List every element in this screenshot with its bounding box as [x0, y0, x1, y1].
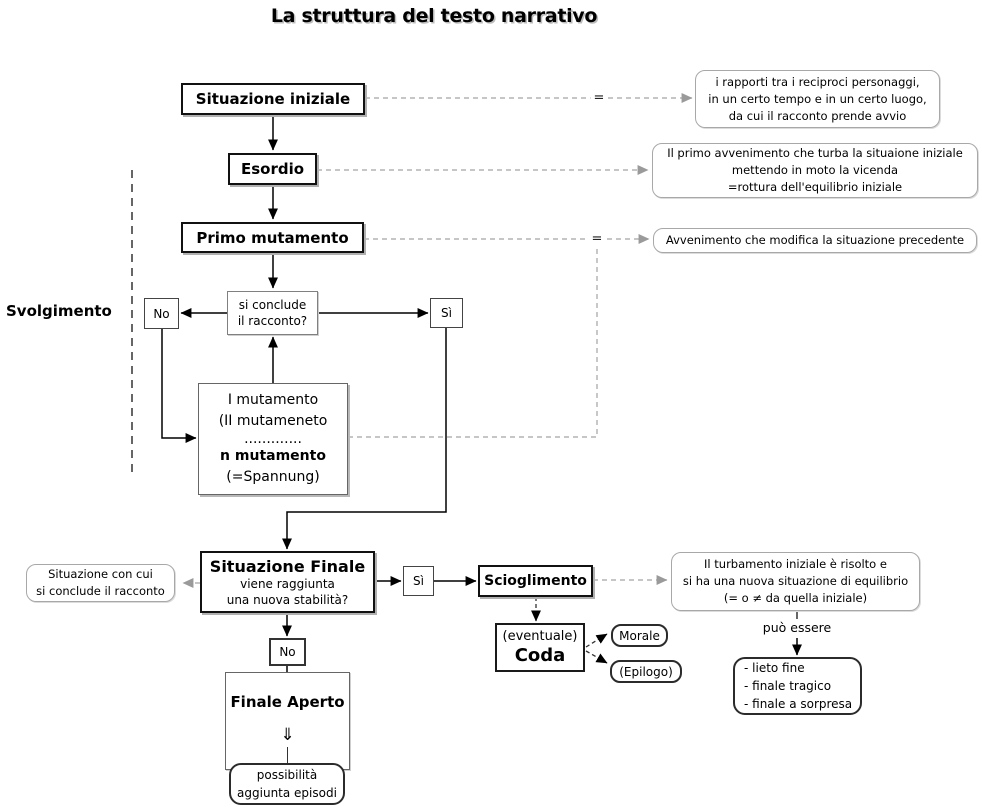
connector-coda-morale — [585, 633, 608, 648]
esiti-line: - lieto fine — [744, 661, 805, 675]
note-possibilita: possibilità aggiunta episodi — [229, 763, 345, 805]
mutamenti-line: (II mutameneto — [218, 413, 328, 429]
puo-essere-label: può essere — [762, 620, 832, 635]
node-no-1: No — [144, 298, 179, 329]
node-scioglimento: Scioglimento — [478, 565, 593, 597]
note-line: i rapporti tra i reciproci personaggi, — [715, 74, 920, 89]
note-esiti: - lieto fine - finale tragico - finale a… — [733, 657, 862, 715]
decisione-line: si conclude — [238, 298, 307, 312]
mutamenti-line: I mutamento — [227, 392, 319, 408]
situazione-finale-line: viene raggiunta — [240, 576, 335, 591]
node-si-2: Sì — [403, 566, 434, 596]
mutamenti-line: n mutamento — [220, 448, 326, 464]
node-si-1: Sì — [430, 298, 463, 328]
no-label: No — [153, 306, 170, 321]
equals-sign-1: = — [590, 90, 608, 106]
note-line: Avvenimento che modifica la situazione p… — [665, 233, 965, 247]
note-epilogo: (Epilogo) — [610, 660, 682, 683]
note-line: mettendo in moto la vicenda — [731, 163, 899, 177]
note-line: (= o ≠ da quella iniziale) — [723, 591, 868, 605]
node-situazione-iniziale: Situazione iniziale — [181, 83, 365, 115]
coda-label: Coda — [514, 645, 566, 666]
connector-no-mutamenti — [161, 329, 197, 443]
node-mutamenti: I mutamento (II mutameneto .............… — [198, 383, 348, 495]
node-esordio-label: Esordio — [240, 160, 305, 178]
connector-mutamenti-equivalenza — [348, 240, 598, 438]
no-label: No — [279, 645, 296, 659]
decisione-line: il racconto? — [237, 314, 308, 328]
double-down-arrow-icon: ⇓ — [280, 725, 295, 745]
esiti-line: - finale tragico — [744, 679, 832, 693]
note-line: Il primo avvenimento che turba la situai… — [667, 146, 963, 160]
node-situazione-iniziale-label: Situazione iniziale — [195, 90, 351, 108]
note-situazione-finale: Situazione con cui si conclude il raccon… — [26, 564, 175, 602]
finale-aperto-title: Finale Aperto — [230, 693, 345, 711]
node-esordio: Esordio — [228, 153, 317, 185]
note-line: da cui il racconto prende avvio — [728, 108, 907, 123]
mutamenti-line: (=Spannung) — [226, 469, 320, 485]
morale-label: Morale — [619, 628, 660, 643]
note-line: si ha una nuova situazione di equilibrio — [682, 574, 909, 588]
situazione-finale-line: una nuova stabilità? — [226, 592, 349, 607]
connector-coda-epilogo — [585, 650, 608, 664]
note-morale: Morale — [611, 624, 668, 647]
connector-aperto-possibilita — [287, 747, 288, 763]
node-no-2: No — [269, 638, 306, 666]
note-line: Il turbamento iniziale è risolto e — [704, 557, 887, 571]
note-line: in un certo tempo e in un certo luogo, — [708, 91, 927, 106]
node-primo-mutamento: Primo mutamento — [181, 222, 364, 253]
equals-sign-2: = — [588, 231, 606, 247]
possibilita-line: possibilità — [256, 768, 318, 782]
note-situazione-iniziale: i rapporti tra i reciproci personaggi, i… — [695, 70, 940, 128]
possibilita-line: aggiunta episodi — [237, 786, 337, 800]
si-label: Sì — [413, 574, 424, 588]
connector-si-situazione-finale — [282, 328, 447, 550]
note-line: si conclude il racconto — [36, 584, 165, 598]
note-scioglimento: Il turbamento iniziale è risolto e si ha… — [671, 552, 920, 611]
note-line: =rottura dell'equilibrio iniziale — [727, 180, 903, 194]
node-decisione-racconto: si conclude il racconto? — [227, 291, 318, 335]
scioglimento-label: Scioglimento — [484, 573, 587, 589]
page-title: La struttura del testo narrativo — [270, 5, 598, 27]
note-line: Situazione con cui — [48, 567, 153, 581]
svolgimento-label: Svolgimento — [6, 302, 112, 320]
epilogo-label: (Epilogo) — [619, 664, 673, 679]
node-coda: (eventuale) Coda — [495, 623, 585, 672]
note-primo-mutamento: Avvenimento che modifica la situazione p… — [653, 228, 977, 253]
note-esordio: Il primo avvenimento che turba la situai… — [652, 143, 978, 198]
coda-eventuale: (eventuale) — [502, 629, 578, 644]
node-primo-mutamento-label: Primo mutamento — [196, 228, 349, 247]
mutamenti-line: ............. — [244, 431, 302, 447]
situazione-finale-title: Situazione Finale — [209, 556, 366, 576]
esiti-line: - finale a sorpresa — [744, 697, 853, 711]
si-label: Sì — [441, 306, 452, 320]
node-situazione-finale: Situazione Finale viene raggiunta una nu… — [200, 551, 375, 613]
